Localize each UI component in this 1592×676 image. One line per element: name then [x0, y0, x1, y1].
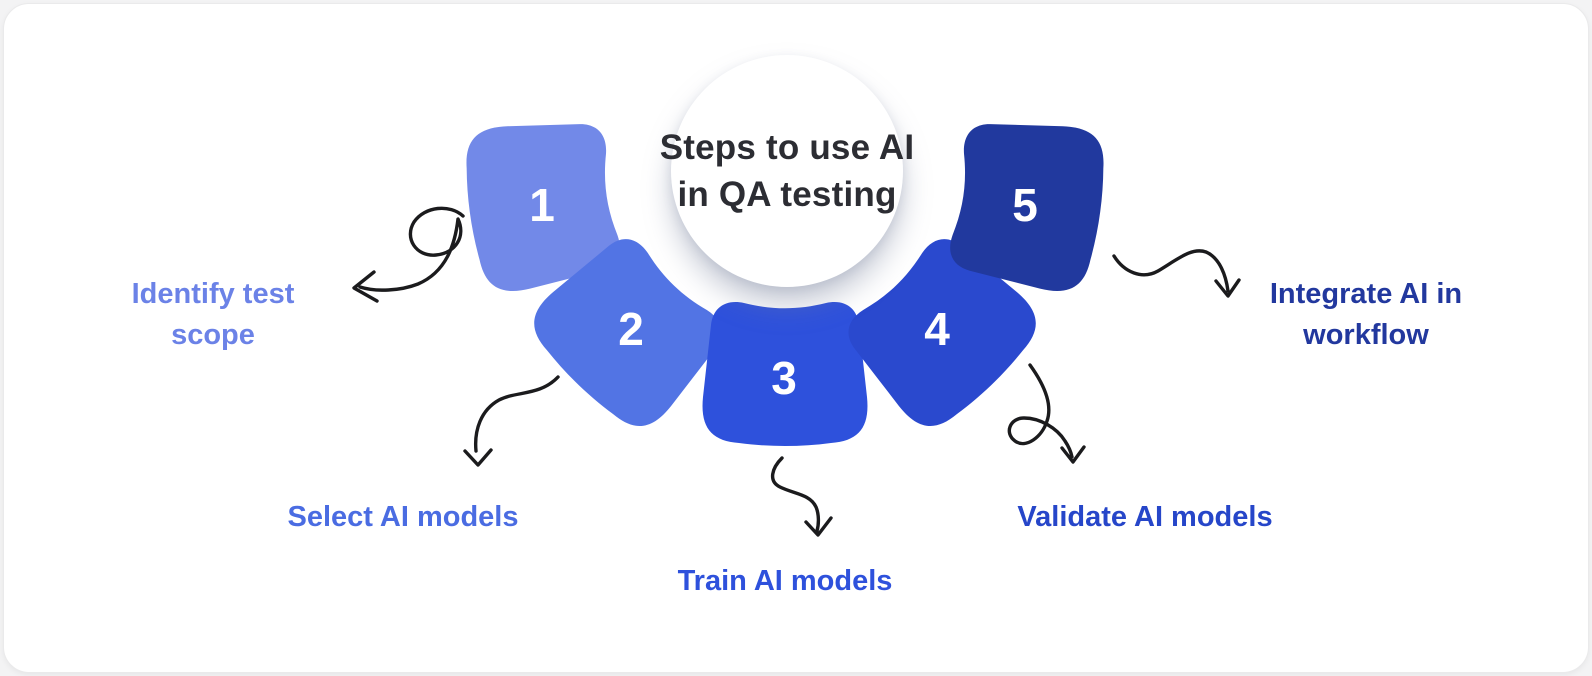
petal-fan: [466, 124, 1104, 446]
step-number-1: 1: [529, 179, 555, 231]
squiggle-arrow-icon-3: [771, 456, 833, 537]
squiggle-arrow-icon-5: [1112, 249, 1241, 298]
step-label-3: Train AI models: [677, 565, 893, 597]
squiggle-arrows: [352, 206, 1241, 537]
step-number-4: 4: [924, 303, 950, 355]
step-label-1: Identify test scope: [131, 278, 295, 351]
petal-step-3: [702, 302, 868, 446]
infographic-title: Steps to use AI in QA testing: [660, 124, 915, 218]
step-label-4: Validate AI models: [1017, 501, 1273, 533]
step-number-2: 2: [618, 303, 644, 355]
step-number-5: 5: [1012, 179, 1038, 231]
petal-step-1: [466, 124, 620, 291]
step-label-5: Integrate AI in workflow: [1269, 278, 1463, 351]
squiggle-arrow-icon-1: [352, 206, 465, 303]
squiggle-arrow-icon-4: [1007, 363, 1086, 464]
step-number-3: 3: [771, 352, 797, 404]
petal-step-5: [950, 124, 1104, 291]
step-label-2: Select AI models: [287, 501, 519, 533]
squiggle-arrow-icon-2: [463, 375, 560, 467]
petal-step-4: [848, 239, 1036, 426]
title-line-1: Steps to use AI: [659, 128, 915, 167]
petal-step-2: [534, 239, 722, 426]
title-circle: Steps to use AI in QA testing: [660, 55, 914, 287]
title-line-2: in QA testing: [677, 175, 897, 214]
